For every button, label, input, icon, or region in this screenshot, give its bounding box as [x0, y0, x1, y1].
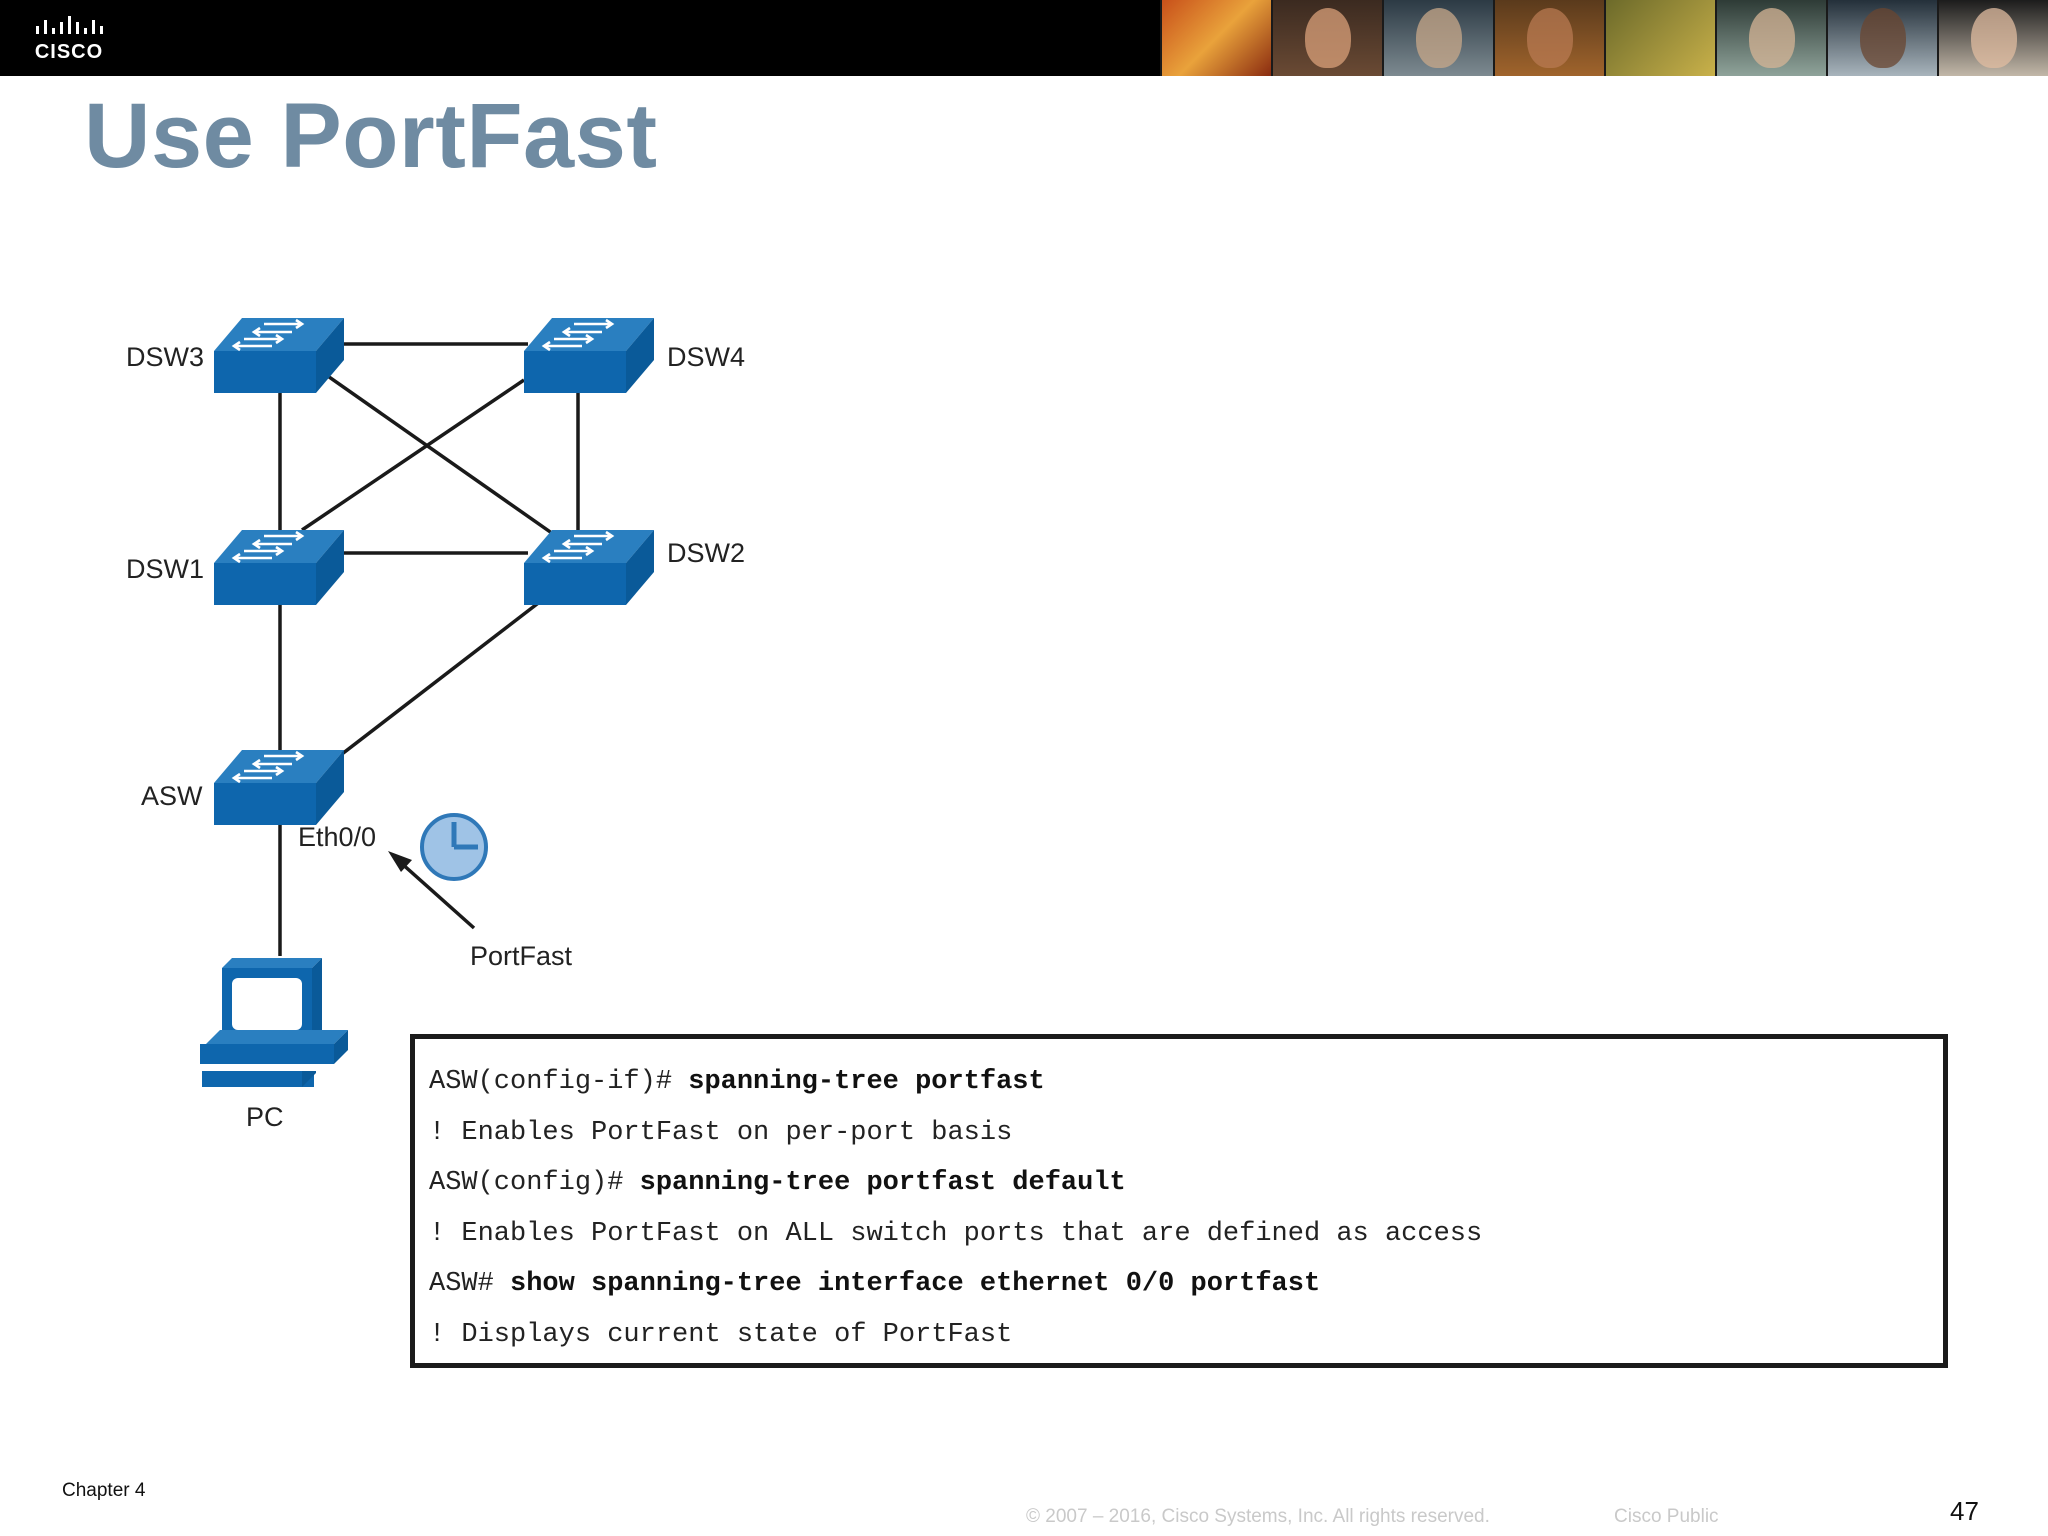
cli-command: spanning-tree portfast default: [639, 1168, 1126, 1199]
code-comment: ! Displays current state of PortFast: [429, 1319, 1013, 1350]
config-code-box: ASW(config-if)# spanning-tree portfast !…: [410, 1034, 1948, 1368]
pc-icon: [200, 958, 348, 1087]
switch-icon: [522, 528, 656, 607]
node-label-dsw2: DSW2: [667, 538, 745, 568]
header-photo: [1715, 0, 1826, 76]
header-photo: [1382, 0, 1493, 76]
code-line: ASW(config)# spanning-tree portfast defa…: [429, 1158, 1929, 1209]
switch-icon: [212, 528, 346, 607]
code-line: ASW# show spanning-tree interface ethern…: [429, 1259, 1929, 1310]
slide-title: Use PortFast: [84, 85, 658, 187]
header-photo: [1493, 0, 1604, 76]
links: [278, 342, 580, 956]
cli-prompt: ASW(config)#: [429, 1168, 640, 1199]
header-photo: [1826, 0, 1937, 76]
header-bar: CISCO: [0, 0, 2048, 76]
copyright-notice: © 2007 – 2016, Cisco Systems, Inc. All r…: [1026, 1506, 1490, 1527]
link-dsw2-asw: [340, 592, 552, 756]
switch-icon: [522, 316, 656, 395]
cli-command: spanning-tree portfast: [688, 1067, 1045, 1097]
timer-icon: [420, 813, 488, 881]
cli-prompt: ASW(config-if)#: [429, 1067, 689, 1097]
callout-label: PortFast: [470, 941, 573, 971]
cli-command: show spanning-tree interface ethernet 0/…: [510, 1269, 1321, 1300]
header-photo: [1160, 0, 1271, 76]
portfast-callout-arrow: [388, 851, 476, 930]
code-comment: ! Enables PortFast on per-port basis: [429, 1117, 1013, 1148]
header-photo: [1937, 0, 2048, 76]
page-number: 47: [1950, 1496, 1979, 1526]
node-label-dsw3: DSW3: [126, 342, 204, 372]
logo-wordmark: CISCO: [35, 41, 103, 63]
port-label: Eth0/0: [298, 822, 376, 852]
photo-strip: [1160, 0, 2048, 76]
cli-prompt: ASW#: [429, 1269, 511, 1300]
header-photo: [1604, 0, 1715, 76]
switch-icon: [212, 316, 346, 395]
link-dsw3-dsw2: [320, 370, 558, 538]
classification-label: Cisco Public: [1614, 1506, 1719, 1527]
node-label-pc: PC: [246, 1102, 284, 1132]
switch-icon: [212, 748, 346, 827]
node-label-asw: ASW: [141, 781, 203, 811]
code-line: ASW(config-if)# spanning-tree portfast: [429, 1057, 1929, 1108]
node-label-dsw4: DSW4: [667, 342, 745, 372]
cisco-logo: CISCO: [35, 16, 103, 63]
link-dsw4-dsw1: [301, 378, 525, 532]
chapter-label: Chapter 4: [62, 1480, 146, 1501]
header-photo: [1271, 0, 1382, 76]
code-comment: ! Enables PortFast on ALL switch ports t…: [429, 1218, 1483, 1249]
node-label-dsw1: DSW1: [126, 554, 204, 584]
